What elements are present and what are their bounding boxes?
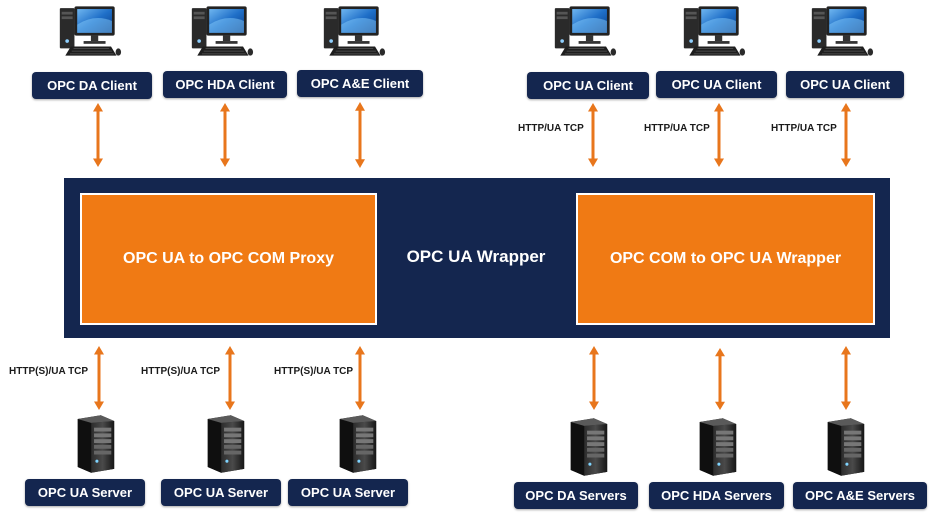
desktop-computer-icon bbox=[58, 3, 122, 59]
bidirectional-arrow bbox=[841, 103, 851, 167]
bidirectional-arrow bbox=[225, 346, 235, 410]
client-computer-icon bbox=[810, 3, 874, 59]
client-label: OPC UA Client bbox=[786, 71, 904, 98]
desktop-computer-icon bbox=[322, 3, 386, 59]
bidirectional-arrow bbox=[220, 103, 230, 167]
server-tower-icon bbox=[694, 416, 740, 476]
protocol-label: HTTP/UA TCP bbox=[518, 123, 584, 134]
server-label: OPC A&E Servers bbox=[793, 482, 927, 509]
server-label: OPC HDA Servers bbox=[649, 482, 784, 509]
bidirectional-arrow bbox=[588, 103, 598, 167]
protocol-label: HTTP(S)/UA TCP bbox=[141, 366, 221, 377]
bidirectional-arrow bbox=[589, 346, 599, 410]
server-label: OPC UA Server bbox=[25, 479, 145, 506]
client-computer-icon bbox=[553, 3, 617, 59]
server-tower-icon bbox=[202, 413, 248, 473]
client-label: OPC DA Client bbox=[32, 72, 152, 99]
wrapper-title: OPC UA Wrapper bbox=[406, 247, 546, 266]
desktop-computer-icon bbox=[553, 3, 617, 59]
client-label: OPC UA Client bbox=[656, 71, 777, 98]
bidirectional-arrow bbox=[355, 346, 365, 410]
bidirectional-arrow bbox=[715, 348, 725, 410]
desktop-computer-icon bbox=[810, 3, 874, 59]
server-label: OPC UA Server bbox=[288, 479, 408, 506]
client-label: OPC HDA Client bbox=[163, 71, 287, 98]
server-tower-icon bbox=[334, 413, 380, 473]
client-computer-icon bbox=[322, 3, 386, 59]
protocol-label: HTTP(S)/UA TCP bbox=[9, 366, 89, 377]
client-label: OPC UA Client bbox=[527, 72, 649, 99]
bidirectional-arrow bbox=[93, 103, 103, 167]
bidirectional-arrow bbox=[714, 103, 724, 167]
client-computer-icon bbox=[190, 3, 254, 59]
bidirectional-arrow bbox=[355, 102, 365, 168]
protocol-label: HTTP/UA TCP bbox=[771, 123, 837, 134]
bidirectional-arrow bbox=[841, 346, 851, 410]
server-tower-icon bbox=[822, 416, 868, 476]
server-tower-icon bbox=[72, 413, 118, 473]
server-tower-icon bbox=[565, 416, 611, 476]
desktop-computer-icon bbox=[190, 3, 254, 59]
proxy-block: OPC UA to OPC COM Proxy bbox=[80, 193, 377, 325]
server-label: OPC DA Servers bbox=[514, 482, 638, 509]
wrapper-block: OPC COM to OPC UA Wrapper bbox=[576, 193, 875, 325]
protocol-label: HTTP/UA TCP bbox=[644, 123, 710, 134]
client-computer-icon bbox=[58, 3, 122, 59]
server-label: OPC UA Server bbox=[161, 479, 281, 506]
bidirectional-arrow bbox=[94, 346, 104, 410]
client-computer-icon bbox=[682, 3, 746, 59]
protocol-label: HTTP(S)/UA TCP bbox=[274, 366, 354, 377]
client-label: OPC A&E Client bbox=[297, 70, 423, 97]
desktop-computer-icon bbox=[682, 3, 746, 59]
